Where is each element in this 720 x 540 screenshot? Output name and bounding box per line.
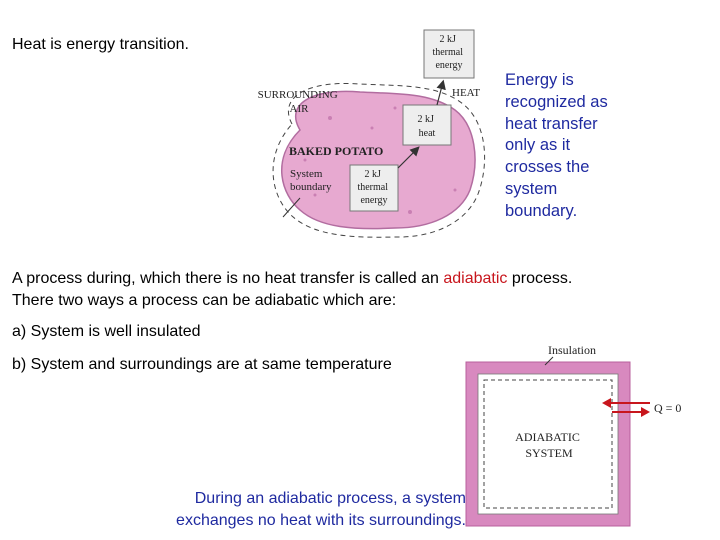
insulation-pointer — [544, 356, 554, 366]
svg-text:SURROUNDING AIR: SURROUNDING AIR — [258, 89, 341, 115]
system-label-1: ADIABATIC — [515, 430, 580, 444]
system-boundary — [483, 379, 613, 509]
box-mid-line-2: heat — [419, 128, 436, 139]
svg-text:2 kJ thermal energ: 2 kJ thermal energy — [357, 169, 390, 206]
system-interior — [477, 373, 619, 515]
svg-text:ADIABATIC SYSTEM: ADIABATIC SYSTEM — [515, 430, 583, 460]
q-label: Q = 0 — [654, 401, 681, 415]
box-inner-line-1: 2 kJ — [365, 169, 382, 180]
arrow-inner-to-mid — [397, 146, 420, 169]
potato-label: BAKED POTATO — [289, 144, 383, 158]
surrounding-label-2: AIR — [290, 103, 310, 115]
heat-label: HEAT — [452, 87, 480, 99]
boundary-label-1: System — [290, 168, 323, 180]
box-top — [423, 29, 475, 79]
system-boundary-dashed — [272, 82, 486, 238]
box-inner-line-3: energy — [360, 195, 387, 206]
svg-text:System boundary: System boundary — [290, 168, 332, 193]
adiabatic-figure: ADIABATIC SYSTEM Insulation Q = 0 — [465, 343, 681, 527]
paragraph-before: A process during, which there is no heat… — [12, 270, 444, 287]
potato-figure: 2 kJ thermal energy 2 kJ heat 2 kJ therm… — [258, 29, 486, 238]
caption: During an adiabatic process, a system ex… — [140, 488, 466, 531]
paragraph-after: process. There two ways a process can be… — [12, 270, 573, 309]
list-item-b: b) System and surroundings are at same t… — [12, 356, 392, 373]
caption-line-1: During an adiabatic process, a system — [194, 490, 466, 507]
svg-text:2 kJ heat: 2 kJ heat — [418, 114, 437, 139]
box-top-line-2: thermal — [432, 47, 463, 58]
insulation-label: Insulation — [548, 343, 596, 357]
caption-line-2: exchanges no heat with its surroundings. — [176, 511, 466, 529]
heading: Heat is energy transition. — [12, 36, 189, 53]
box-top-line-3: energy — [435, 60, 462, 71]
box-top-line-1: 2 kJ — [440, 34, 457, 45]
box-mid-line-1: 2 kJ — [418, 114, 435, 125]
side-note: Energy is recognized as heat transfer on… — [505, 71, 608, 220]
arrow-mid-to-top — [436, 79, 446, 106]
box-inner — [349, 164, 399, 212]
box-inner-line-2: thermal — [357, 182, 388, 193]
box-mid — [402, 104, 452, 146]
adiabatic-paragraph: A process during, which there is no heat… — [12, 268, 612, 311]
paragraph-highlight: adiabatic — [443, 270, 508, 287]
system-label-2: SYSTEM — [525, 446, 573, 460]
svg-text:2 kJ thermal energ: 2 kJ thermal energy — [432, 34, 465, 71]
list-item-a: a) System is well insulated — [12, 323, 201, 340]
boundary-pointer — [282, 197, 301, 218]
boundary-label-2: boundary — [290, 181, 332, 193]
surrounding-label-1: SURROUNDING — [258, 89, 338, 101]
